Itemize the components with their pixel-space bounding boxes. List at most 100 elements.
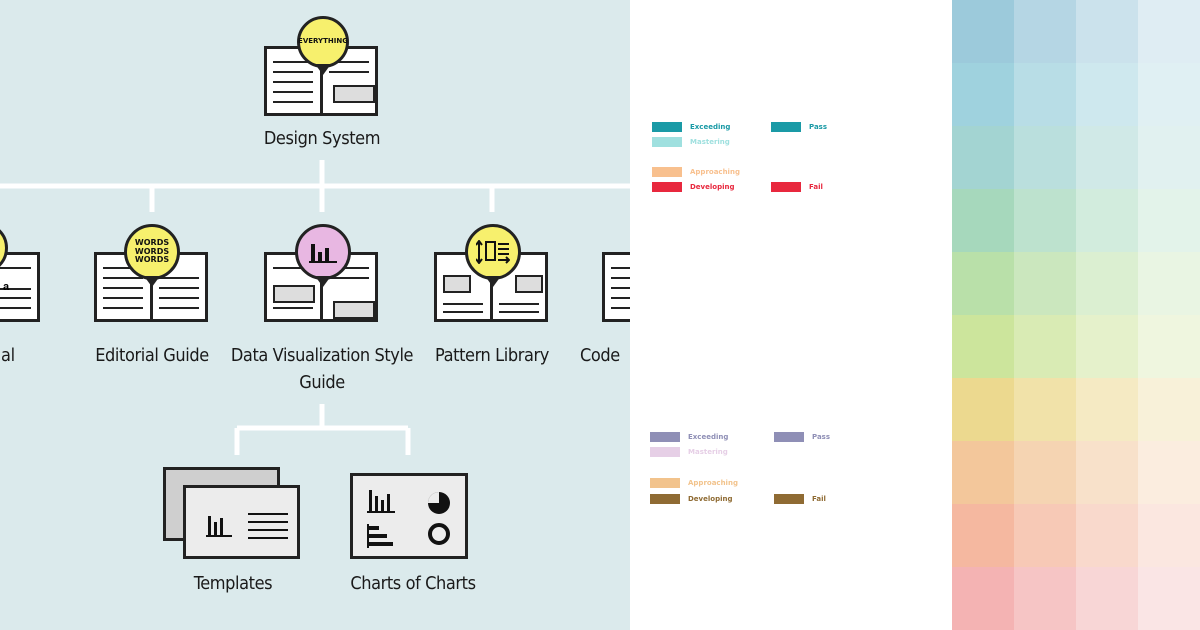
pattern-library-node[interactable]: Pattern Library bbox=[392, 212, 592, 372]
legend-item: Pass bbox=[771, 122, 827, 132]
doc-letter: a bbox=[3, 281, 10, 293]
document-icon bbox=[602, 252, 630, 322]
legend-item: Pass bbox=[774, 432, 830, 442]
pin-label: WORDS WORDS WORDS bbox=[134, 238, 170, 265]
palette-swatch bbox=[952, 315, 1014, 378]
palette-swatch bbox=[1138, 378, 1200, 441]
palette-swatch bbox=[1014, 315, 1076, 378]
palette-swatch bbox=[1138, 126, 1200, 189]
palette-swatch bbox=[1014, 0, 1076, 63]
palette-swatch bbox=[952, 504, 1014, 567]
node-label: Templates bbox=[193, 573, 273, 594]
palette-swatch bbox=[1014, 63, 1076, 126]
palette-swatch bbox=[1076, 567, 1138, 630]
legend-item: Fail bbox=[771, 182, 823, 192]
legend-label: Approaching bbox=[690, 168, 740, 176]
layout-pattern-icon bbox=[465, 224, 521, 287]
palette-swatch bbox=[952, 189, 1014, 252]
legend-item: Fail bbox=[774, 494, 826, 504]
palette-swatch bbox=[1138, 189, 1200, 252]
palette-swatch bbox=[1076, 315, 1138, 378]
document-icon bbox=[264, 252, 378, 322]
palette-swatch bbox=[1138, 567, 1200, 630]
node-label: Data Visualization Style Guide bbox=[230, 345, 414, 393]
legend-swatch bbox=[774, 432, 804, 442]
legend-swatch bbox=[652, 167, 682, 177]
node-label: Design System bbox=[263, 128, 381, 149]
palette-swatch bbox=[1014, 189, 1076, 252]
legend-swatch bbox=[774, 494, 804, 504]
palette-swatch bbox=[1014, 504, 1076, 567]
legend-swatch bbox=[650, 432, 680, 442]
legend-item: Approaching bbox=[650, 478, 738, 488]
legend-label: Approaching bbox=[688, 479, 738, 487]
legend-label: Mastering bbox=[688, 448, 728, 456]
legend-swatch bbox=[650, 494, 680, 504]
palette-swatch bbox=[1076, 189, 1138, 252]
palette-swatch bbox=[1138, 441, 1200, 504]
palette-swatch bbox=[1076, 441, 1138, 504]
legend-panel: Exceeding Mastering Approaching Developi… bbox=[630, 0, 952, 630]
legend-swatch bbox=[771, 182, 801, 192]
palette-swatch bbox=[1014, 252, 1076, 315]
palette-swatch bbox=[1076, 252, 1138, 315]
chart-collection-icon bbox=[350, 473, 468, 559]
palette-swatch bbox=[1076, 0, 1138, 63]
palette-swatch bbox=[1076, 63, 1138, 126]
legend-label: Exceeding bbox=[688, 433, 729, 441]
charts-of-charts-node[interactable]: Charts of Charts bbox=[330, 455, 500, 605]
legend-label: Mastering bbox=[690, 138, 730, 146]
connector-lines bbox=[0, 160, 630, 455]
legend-swatch bbox=[652, 122, 682, 132]
everything-pin-icon: EVERYTHING bbox=[297, 16, 349, 75]
palette-swatch bbox=[1138, 63, 1200, 126]
legend-label: Pass bbox=[809, 123, 827, 131]
palette-swatch bbox=[1014, 378, 1076, 441]
palette-swatch bbox=[1076, 504, 1138, 567]
legend-swatch bbox=[650, 447, 680, 457]
palette-swatch bbox=[1138, 252, 1200, 315]
palette-swatch bbox=[952, 378, 1014, 441]
legend-label: Developing bbox=[688, 495, 733, 503]
bar-chart-icon bbox=[295, 224, 351, 287]
node-label: Charts of Charts bbox=[350, 573, 476, 594]
legend-swatch bbox=[652, 182, 682, 192]
legend-item: Approaching bbox=[652, 167, 740, 177]
palette-swatch bbox=[1076, 378, 1138, 441]
legend-label: Fail bbox=[809, 183, 823, 191]
legend-swatch bbox=[652, 137, 682, 147]
node-label: Editorial Guide bbox=[95, 345, 209, 366]
node-label: Pattern Library bbox=[435, 345, 549, 366]
palette-swatch bbox=[952, 252, 1014, 315]
hierarchy-diagram: EVERYTHING Design System a nual bbox=[0, 0, 630, 630]
palette-swatch bbox=[1138, 315, 1200, 378]
editorial-guide-node[interactable]: WORDS WORDS WORDS Editorial Guide bbox=[52, 212, 252, 372]
legend-swatch bbox=[650, 478, 680, 488]
palette-swatch bbox=[952, 441, 1014, 504]
code-node[interactable]: Code bbox=[560, 212, 630, 372]
legend-label: Developing bbox=[690, 183, 735, 191]
legend-swatch bbox=[771, 122, 801, 132]
color-palette-grid bbox=[952, 0, 1200, 630]
data-visualization-style-guide-node[interactable]: Data Visualization Style Guide bbox=[222, 212, 422, 402]
words-icon: WORDS WORDS WORDS bbox=[124, 224, 180, 287]
palette-swatch bbox=[1138, 0, 1200, 63]
document-icon: a bbox=[0, 252, 40, 322]
design-system-node[interactable]: EVERYTHING Design System bbox=[222, 0, 422, 160]
legend-label: Exceeding bbox=[690, 123, 731, 131]
node-label: nual bbox=[0, 345, 15, 366]
palette-swatch bbox=[952, 0, 1014, 63]
node-label: Code bbox=[580, 345, 620, 366]
palette-swatch bbox=[1014, 567, 1076, 630]
legend-item: Mastering bbox=[650, 447, 728, 457]
legend-label: Fail bbox=[812, 495, 826, 503]
palette-swatch bbox=[1014, 441, 1076, 504]
legend-item: Exceeding bbox=[650, 432, 728, 442]
templates-node[interactable]: Templates bbox=[150, 455, 320, 605]
legend-item: Mastering bbox=[652, 137, 730, 147]
palette-swatch bbox=[1138, 504, 1200, 567]
manual-node[interactable]: a nual bbox=[0, 212, 45, 372]
palette-swatch bbox=[1014, 126, 1076, 189]
template-stack-icon bbox=[183, 485, 300, 559]
legend-item: Exceeding bbox=[652, 122, 730, 132]
